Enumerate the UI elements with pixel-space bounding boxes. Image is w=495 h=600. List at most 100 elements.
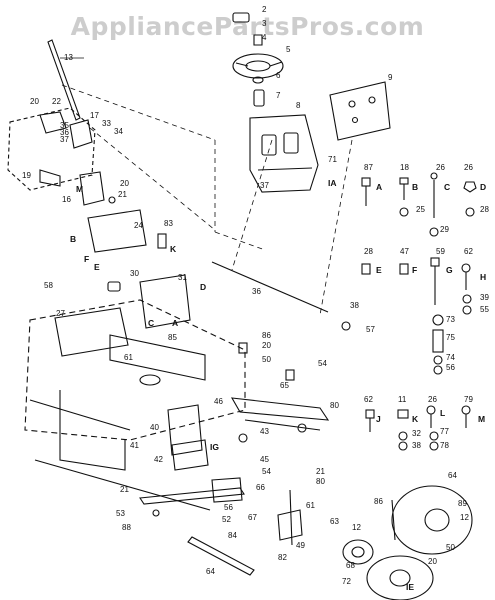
callout-label: 54: [262, 467, 271, 476]
callout-label: 80: [330, 401, 339, 410]
callout-label: 78: [440, 441, 449, 450]
callout-label: 3: [262, 19, 267, 28]
callout-label: 12: [460, 513, 469, 522]
callout-label: 38: [412, 441, 421, 450]
callout-label: 64: [206, 567, 215, 576]
tire: [342, 539, 434, 600]
callout-label: 55: [480, 305, 489, 314]
callout-label: 62: [464, 247, 473, 256]
callout-label: 46: [214, 397, 223, 406]
callout-label: 67: [248, 513, 257, 522]
callout-label: 8: [296, 101, 301, 110]
steering-column-housing: [7, 107, 116, 206]
callout-label: 86: [262, 331, 271, 340]
callout-label: B: [70, 234, 76, 244]
callout-label: 13: [64, 53, 73, 62]
callout-label: 43: [260, 427, 269, 436]
callout-label: 30: [130, 269, 139, 278]
front-wheel: [391, 485, 473, 555]
callout-label: 75: [446, 333, 455, 342]
hardware-fasteners: [341, 172, 477, 451]
callout-label: 52: [222, 515, 231, 524]
callout-label: M: [478, 414, 485, 424]
callout-label: B: [412, 182, 418, 192]
callout-label: 87: [364, 163, 373, 172]
callout-label: 54: [318, 359, 327, 368]
callout-label: 26: [428, 395, 437, 404]
callout-label: 20: [262, 341, 271, 350]
callout-label: A: [376, 182, 382, 192]
callout-label: A: [172, 318, 178, 328]
steering-wheel: [232, 12, 284, 107]
drag-link: [211, 261, 329, 313]
callout-label: K: [170, 244, 177, 254]
callout-label: K: [412, 414, 419, 424]
callout-label: 7: [276, 91, 281, 100]
callout-label: 61: [306, 501, 315, 510]
callout-label: 28: [480, 205, 489, 214]
callout-label: D: [480, 182, 486, 192]
front-axle: [230, 342, 330, 443]
callout-label: D: [200, 282, 206, 292]
callout-label: 56: [446, 363, 455, 372]
callout-label: L: [440, 408, 445, 418]
callout-label: 21: [316, 467, 325, 476]
callout-label: 26: [464, 163, 473, 172]
callout-label: C: [444, 182, 450, 192]
callout-label: 39: [480, 293, 489, 302]
callout-label: 37: [260, 181, 269, 190]
callout-label: 71: [328, 155, 337, 164]
callout-label: 49: [296, 541, 305, 550]
callout-label: 12: [352, 523, 361, 532]
callout-label: 79: [464, 395, 473, 404]
callout-label: 61: [124, 353, 133, 362]
callout-label: 65: [280, 381, 289, 390]
callout-label: 21: [118, 190, 127, 199]
callout-label: 50: [262, 355, 271, 364]
callout-label: 58: [44, 281, 53, 290]
callout-label: 83: [164, 219, 173, 228]
callout-label: 27: [56, 309, 65, 318]
steering-sector: [167, 404, 209, 471]
callout-label: 50: [446, 543, 455, 552]
callout-label: 31: [178, 273, 187, 282]
callout-label: 11: [398, 395, 407, 404]
callout-label: E: [94, 262, 100, 272]
mounting-plates: [54, 209, 191, 357]
callout-label: 32: [412, 429, 421, 438]
dash-console: [249, 114, 319, 193]
callout-label: C: [148, 318, 154, 328]
callout-label: 47: [400, 247, 409, 256]
callout-label: 21: [120, 485, 129, 494]
callout-label: 88: [122, 523, 131, 532]
callout-label: 77: [440, 427, 449, 436]
guide-lines: [61, 84, 353, 316]
callout-label: E: [376, 265, 382, 275]
callout-label: 68: [346, 561, 355, 570]
callout-label: 82: [278, 553, 287, 562]
callout-label: M: [76, 184, 83, 194]
callout-label: 20: [428, 557, 437, 566]
callout-label: 2: [262, 5, 267, 14]
callout-label: 85: [168, 333, 177, 342]
callout-label: 19: [22, 171, 31, 180]
callout-label: 57: [366, 325, 375, 334]
callout-label: 36: [60, 128, 69, 137]
callout-label: 66: [256, 483, 265, 492]
callout-label: 20: [30, 97, 39, 106]
callout-label: 25: [416, 205, 425, 214]
callout-label: 28: [364, 247, 373, 256]
callout-label: 34: [114, 127, 123, 136]
callout-label: 29: [440, 225, 449, 234]
callout-label: 33: [102, 119, 111, 128]
callout-label: 37: [60, 135, 69, 144]
callout-label: 5: [286, 45, 291, 54]
callout-label: 56: [224, 503, 233, 512]
tractor-frame: [24, 299, 246, 511]
callout-label: IG: [210, 442, 219, 452]
callout-label: 26: [436, 163, 445, 172]
callout-label: J: [376, 414, 381, 424]
dash-panel: [329, 81, 391, 141]
